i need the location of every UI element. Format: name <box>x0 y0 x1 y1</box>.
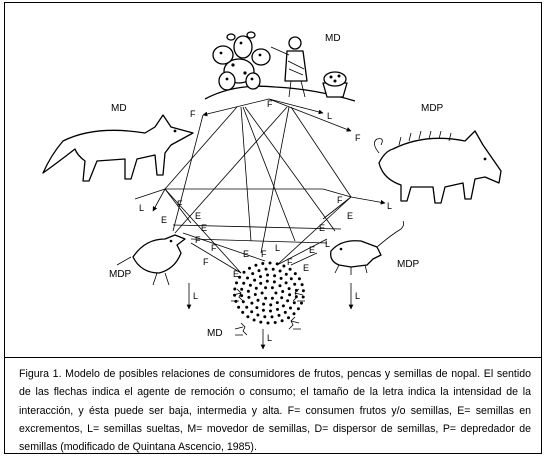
label-coyote-l: L <box>139 203 144 213</box>
label-rodent-l: L <box>355 291 360 301</box>
label-mid-l2: L <box>325 239 330 249</box>
label-mid-f1: F <box>195 235 201 245</box>
label-mid-f2: F <box>211 243 217 253</box>
fruit-basket-icon <box>322 71 348 98</box>
figure-caption: Figura 1. Modelo de posibles relaciones … <box>19 368 531 454</box>
label-ants-l: L <box>267 333 272 343</box>
rodent-icon <box>330 220 405 275</box>
tag-boar-mdp: MDP <box>421 103 444 114</box>
label-mid-f4: F <box>261 249 267 259</box>
label-mid-f3: F <box>203 257 209 267</box>
tag-ants-md: MD <box>207 328 223 339</box>
label-mid-l1: L <box>275 243 280 253</box>
label-top-f3: F <box>355 133 361 143</box>
label-mid-e4: E <box>233 269 239 279</box>
label-top-f1: F <box>190 109 196 119</box>
wild-boar-icon <box>374 130 502 204</box>
figure: MD MD MDP MDP MDP MD F F L F L F E F E L… <box>4 2 542 454</box>
label-mid-e2: E <box>201 223 207 233</box>
label-boar-e: E <box>347 211 353 221</box>
tag-rodent-mdp: MDP <box>397 259 420 270</box>
nopal-cactus-icon <box>204 31 356 102</box>
coyote-icon <box>42 114 194 182</box>
label-mid-f5: F <box>287 257 293 267</box>
caption-divider <box>5 357 541 358</box>
label-top-f2: F <box>267 99 273 109</box>
human-harvester-icon <box>270 36 308 98</box>
bird-icon <box>116 234 186 286</box>
label-top-l1: L <box>327 111 332 121</box>
tag-coyote-md: MD <box>111 103 127 114</box>
label-boar-f: F <box>337 195 343 205</box>
interaction-diagram: MD MD MDP MDP MDP MD F F L F L F E F E L… <box>42 31 502 350</box>
tag-top-md: MD <box>325 33 341 44</box>
label-mid-e5: E <box>303 263 309 273</box>
interaction-lines <box>134 98 386 350</box>
label-mid-e7: E <box>309 245 315 255</box>
ant-icon <box>231 288 305 336</box>
label-mid-e6: E <box>319 223 325 233</box>
label-coyote-e: E <box>161 215 167 225</box>
tag-bird-mdp: MDP <box>109 269 132 280</box>
ant-nest-icon <box>233 261 305 325</box>
label-coyote-f: F <box>177 199 183 209</box>
label-boar-l: L <box>387 201 392 211</box>
label-mid-e1: E <box>195 211 201 221</box>
label-bird-l: L <box>193 291 198 301</box>
label-mid-e3: E <box>243 249 249 259</box>
